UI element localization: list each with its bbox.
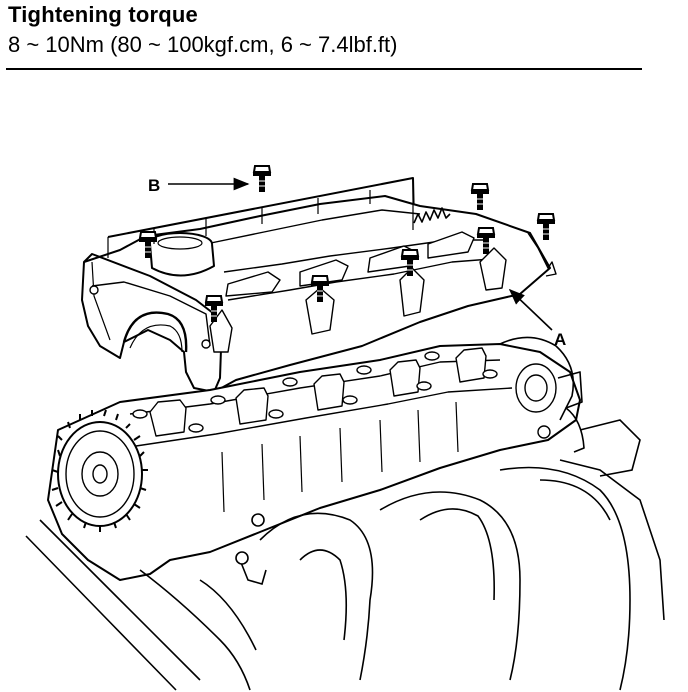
callout-a: [508, 288, 553, 331]
cylinder-head: [47, 336, 585, 581]
callout-a-label: A: [554, 330, 566, 349]
torque-value: 8 ~ 10Nm (80 ~ 100kgf.cm, 6 ~ 7.4lbf.ft): [8, 32, 398, 57]
header-divider: [6, 68, 642, 70]
bolt-icon: [470, 183, 490, 211]
callout-b-label: B: [148, 176, 160, 195]
bolt-icon: [252, 165, 272, 193]
bolt-icon: [536, 213, 556, 241]
torque-title: Tightening torque: [8, 2, 198, 27]
cylinder-head-cover: [81, 177, 557, 395]
intake-manifold: [25, 419, 665, 691]
torque-spec-header: Tightening torque 8 ~ 10Nm (80 ~ 100kgf.…: [8, 2, 644, 60]
